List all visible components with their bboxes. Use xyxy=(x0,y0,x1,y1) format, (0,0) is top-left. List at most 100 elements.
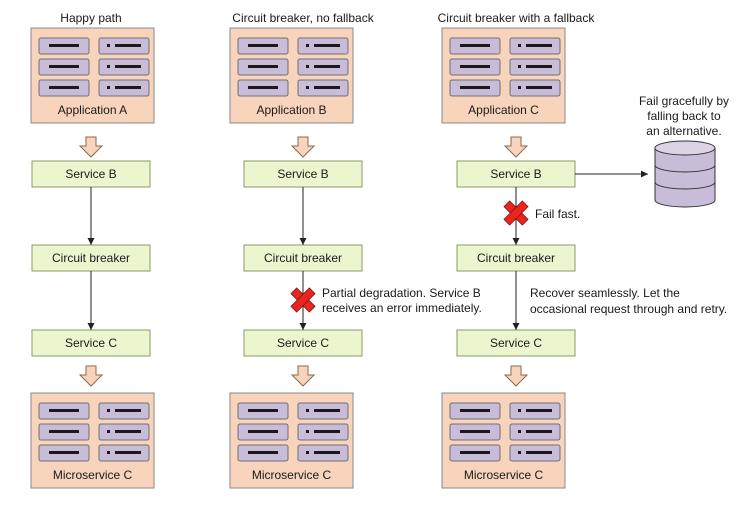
rack-slot xyxy=(248,430,278,433)
circuit-breaker-3-label: Circuit breaker xyxy=(477,251,555,265)
service-c-2-box xyxy=(243,329,363,357)
service-b-1: Service B xyxy=(31,160,151,188)
rack-slot xyxy=(526,451,552,454)
server-rack-icon xyxy=(509,423,561,441)
rack-slot xyxy=(115,409,141,412)
rack-slot xyxy=(526,65,552,68)
rack-led xyxy=(306,430,309,433)
server-rack-icon xyxy=(297,37,349,55)
server-rack-icon xyxy=(449,423,501,441)
rack-slot xyxy=(460,409,490,412)
rack-slot xyxy=(49,86,79,89)
down-block-arrow-icon xyxy=(78,136,104,158)
rack-led xyxy=(306,409,309,412)
microservice-2-label: Microservice C xyxy=(252,468,332,482)
rack-slot xyxy=(248,44,278,47)
server-rack-icon xyxy=(449,402,501,420)
rack-slot xyxy=(49,44,79,47)
rack-slot xyxy=(314,430,340,433)
rack-led xyxy=(306,86,309,89)
server-rack-icon xyxy=(509,402,561,420)
server-rack-icon xyxy=(449,58,501,76)
circuit-breaker-3-box xyxy=(456,244,576,272)
rack-led xyxy=(107,409,110,412)
microservice-1-server: Microservice C xyxy=(30,392,155,489)
fail-fast-note: Fail fast. xyxy=(535,207,580,221)
server-rack-icon xyxy=(98,402,150,420)
recover-note-line1: Recover seamlessly. Let the xyxy=(530,286,680,300)
microservice-1-label: Microservice C xyxy=(53,468,133,482)
service-c-2-label: Service C xyxy=(277,336,329,350)
connector-breaker-to-c-2-head xyxy=(299,323,307,330)
rack-slot xyxy=(460,44,490,47)
rack-slot xyxy=(314,86,340,89)
recover-note-line2: occasional request through and retry. xyxy=(530,302,727,316)
microservice-3-label: Microservice C xyxy=(464,468,544,482)
service-b-1-label: Service B xyxy=(65,167,116,181)
partial-degradation-note-line2: receives an error immediately. xyxy=(322,301,482,315)
down-block-arrow-icon xyxy=(78,365,104,387)
db-cover xyxy=(655,148,715,200)
server-rack-icon xyxy=(509,37,561,55)
circuit-breaker-1: Circuit breaker xyxy=(31,244,151,272)
rack-slot xyxy=(460,86,490,89)
rack-led xyxy=(107,44,110,47)
server-rack-icon xyxy=(98,58,150,76)
server-rack-icon xyxy=(297,423,349,441)
service-b-2-box xyxy=(243,160,363,188)
application-3-label: Application C xyxy=(468,103,539,117)
microservice-2-server: Microservice C xyxy=(229,392,354,489)
rack-slot xyxy=(526,86,552,89)
server-rack-icon xyxy=(509,58,561,76)
fallback-note-line1: Fail gracefully by xyxy=(639,94,729,108)
down-block-arrow-icon xyxy=(290,365,316,387)
rack-slot xyxy=(314,409,340,412)
down-block-arrow-icon xyxy=(290,136,316,158)
server-rack-icon xyxy=(98,423,150,441)
connector-breaker-to-c-3-head xyxy=(512,323,520,330)
rack-slot xyxy=(526,44,552,47)
server-rack-icon xyxy=(237,423,289,441)
db-top xyxy=(654,140,716,156)
rack-slot xyxy=(248,65,278,68)
rack-led xyxy=(518,65,521,68)
partial-degradation-note-line1: Partial degradation. Service B xyxy=(322,286,481,300)
microservice-3-server: Microservice C xyxy=(441,392,566,489)
fallback-note-line3: an alternative. xyxy=(646,124,721,138)
down-block-arrow-icon xyxy=(503,136,529,158)
application-2-label: Application B xyxy=(256,103,326,117)
rack-led xyxy=(518,86,521,89)
service-b-2-label: Service B xyxy=(277,167,328,181)
service-c-3-label: Service C xyxy=(490,336,542,350)
fallback-connector-head xyxy=(641,170,648,178)
rack-led xyxy=(107,451,110,454)
rack-led xyxy=(518,409,521,412)
server-rack-icon xyxy=(38,402,90,420)
application-2-server: Application B xyxy=(229,27,354,124)
server-rack-icon xyxy=(509,79,561,97)
rack-led xyxy=(306,44,309,47)
server-rack-icon xyxy=(297,58,349,76)
server-rack-icon xyxy=(38,58,90,76)
server-rack-icon xyxy=(449,37,501,55)
service-c-2: Service C xyxy=(243,329,363,357)
service-b-3: Service B xyxy=(456,160,576,188)
rack-led xyxy=(518,430,521,433)
connector-breaker-to-c-1-head xyxy=(87,323,95,330)
server-rack-icon xyxy=(237,37,289,55)
connector-b-to-breaker-1-head xyxy=(87,238,95,245)
server-rack-icon xyxy=(38,444,90,462)
rack-led xyxy=(518,451,521,454)
rack-slot xyxy=(115,451,141,454)
server-rack-icon xyxy=(297,444,349,462)
service-b-3-label: Service B xyxy=(490,167,541,181)
service-b-1-box xyxy=(31,160,151,188)
rack-slot xyxy=(115,44,141,47)
rack-slot xyxy=(49,430,79,433)
db-ring xyxy=(654,181,716,190)
server-rack-icon xyxy=(237,444,289,462)
service-c-3-box xyxy=(456,329,576,357)
application-1-label: Application A xyxy=(58,103,127,117)
server-rack-icon xyxy=(237,58,289,76)
database-icon xyxy=(654,140,716,208)
